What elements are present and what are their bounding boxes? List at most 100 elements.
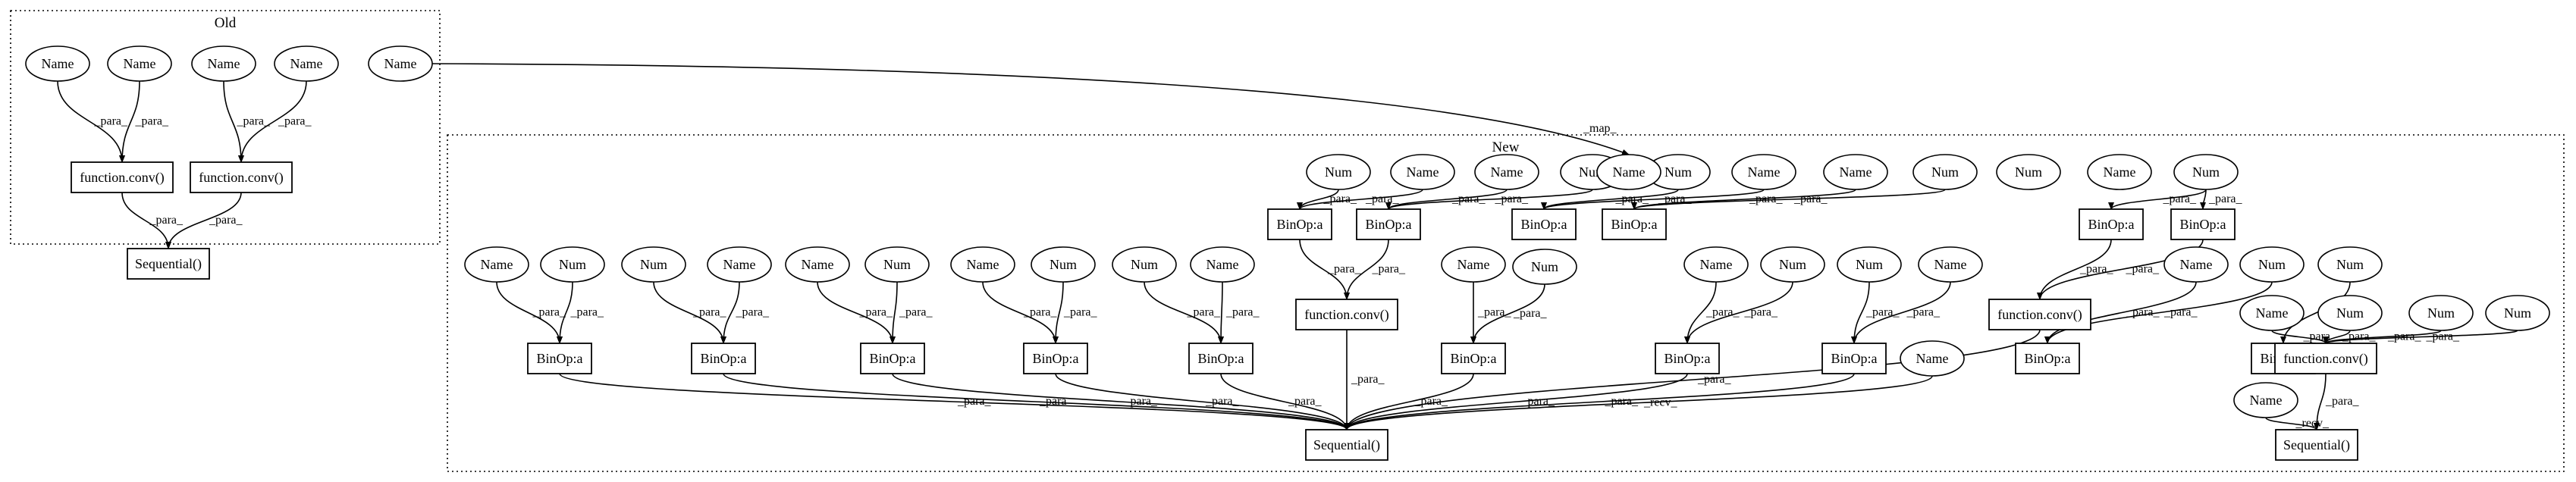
- node-tb1[interactable]: BinOp:a: [1267, 208, 1332, 240]
- node-m4[interactable]: Name: [707, 246, 772, 283]
- node-label: Num: [2427, 305, 2455, 321]
- node-mb3[interactable]: BinOp:a: [860, 343, 925, 374]
- node-mb5[interactable]: BinOp:a: [1188, 343, 1253, 374]
- node-label: Num: [2015, 164, 2042, 180]
- node-label: BinOp:a: [1198, 351, 1244, 366]
- node-o_n4[interactable]: Name: [274, 45, 339, 82]
- node-r_num3[interactable]: Num: [2485, 295, 2550, 331]
- node-label: Num: [1931, 164, 1959, 180]
- edge-label: _para_: [1288, 395, 1323, 408]
- node-o_f2[interactable]: function.conv(): [190, 161, 293, 193]
- node-t7[interactable]: Name: [1823, 154, 1888, 190]
- node-label: Name: [2256, 305, 2289, 321]
- edge-label: _para_: [1225, 306, 1260, 319]
- node-m15[interactable]: Num: [1837, 246, 1902, 283]
- node-label: function.conv(): [199, 170, 283, 186]
- node-r_num1[interactable]: Num: [2317, 295, 2383, 331]
- edge-label: _para_: [2163, 306, 2198, 319]
- node-o_n2[interactable]: Name: [107, 45, 172, 82]
- node-m10[interactable]: Name: [1190, 246, 1255, 283]
- edge-n_num-to-mb6: _para_: [1470, 283, 1548, 344]
- node-o_n5[interactable]: Name: [368, 45, 433, 82]
- node-recv_name1[interactable]: Name: [1900, 340, 1965, 377]
- node-label: Name: [42, 56, 74, 71]
- node-seq_right[interactable]: Sequential(): [2275, 429, 2358, 461]
- node-t6[interactable]: Name: [1731, 154, 1796, 190]
- node-label: function.conv(): [1304, 307, 1388, 323]
- node-mb10[interactable]: BinOp:a: [2015, 343, 2080, 374]
- node-t11[interactable]: Name: [1596, 154, 1661, 190]
- node-r_num2[interactable]: Num: [2408, 295, 2474, 331]
- node-label: Num: [1325, 164, 1352, 180]
- edge-o_n5-to-t11: _map_: [431, 63, 1630, 155]
- edge-label: _recv_: [2295, 417, 2330, 430]
- node-label: Num: [559, 257, 586, 272]
- node-tb6[interactable]: BinOp:a: [2079, 208, 2144, 240]
- edge-label: _para_: [1187, 306, 1222, 319]
- edge-label: _para_: [2208, 192, 2243, 205]
- node-t5[interactable]: Num: [1646, 154, 1711, 190]
- node-label: Name: [384, 56, 417, 71]
- edge-label: _para_: [237, 115, 271, 128]
- node-t3[interactable]: Name: [1474, 154, 1539, 190]
- node-t12[interactable]: Num: [2173, 154, 2239, 190]
- node-n_fc3[interactable]: function.conv(): [2274, 343, 2377, 374]
- edge-label: _para_: [1697, 373, 1732, 386]
- node-m17[interactable]: Name: [2163, 246, 2229, 283]
- node-m13[interactable]: Name: [1683, 246, 1749, 283]
- node-label: BinOp:a: [1451, 351, 1497, 366]
- node-m2[interactable]: Num: [540, 246, 605, 283]
- node-t2[interactable]: Name: [1390, 154, 1455, 190]
- node-m3[interactable]: Num: [621, 246, 686, 283]
- edge-label: _para_: [1023, 306, 1058, 319]
- cluster-new: New: [447, 134, 2565, 472]
- node-t10[interactable]: Name: [2087, 154, 2152, 190]
- node-seq_main[interactable]: Sequential(): [1305, 429, 1388, 461]
- node-m16[interactable]: Name: [1918, 246, 1983, 283]
- edge-label: _para_: [1451, 192, 1486, 205]
- node-n_fc2[interactable]: function.conv(): [1988, 299, 2091, 330]
- node-mb4[interactable]: BinOp:a: [1023, 343, 1088, 374]
- node-o_seq[interactable]: Sequential(): [127, 248, 210, 280]
- edge-m18-to-mb10: _para_: [2044, 281, 2273, 344]
- node-mb9[interactable]: BinOp:a: [1821, 343, 1887, 374]
- edge-label: _para_: [1749, 192, 1784, 205]
- node-recv_name2[interactable]: Name: [2233, 382, 2298, 418]
- edge-tb6-to-n_fc2: _para_: [2037, 239, 2114, 300]
- node-m18[interactable]: Num: [2239, 246, 2305, 283]
- node-mb8[interactable]: BinOp:a: [1655, 343, 1720, 374]
- node-m6[interactable]: Num: [864, 246, 930, 283]
- node-m9[interactable]: Num: [1112, 246, 1177, 283]
- cluster-new-label: New: [1492, 139, 1520, 155]
- node-m14[interactable]: Num: [1760, 246, 1825, 283]
- edge-label: _para_: [1744, 306, 1779, 319]
- node-o_f1[interactable]: function.conv(): [71, 161, 174, 193]
- node-n_fc1[interactable]: function.conv(): [1295, 299, 1398, 330]
- node-tb3[interactable]: BinOp:a: [1511, 208, 1577, 240]
- node-n_num[interactable]: Num: [1512, 249, 1577, 285]
- node-mb1[interactable]: BinOp:a: [527, 343, 592, 374]
- node-tb4[interactable]: BinOp:a: [1602, 208, 1667, 240]
- node-t1[interactable]: Num: [1306, 154, 1371, 190]
- node-m11[interactable]: Name: [1441, 246, 1506, 283]
- node-tb2[interactable]: BinOp:a: [1356, 208, 1421, 240]
- node-m5[interactable]: Name: [785, 246, 850, 283]
- edge-tb2-to-n_fc1: _para_: [1344, 239, 1406, 300]
- node-o_n3[interactable]: Name: [191, 45, 256, 82]
- node-t9[interactable]: Num: [1996, 154, 2061, 190]
- node-m1[interactable]: Name: [464, 246, 529, 283]
- edge-o_n2-to-o_f1: _para_: [119, 80, 169, 163]
- cluster-old: Old: [10, 10, 441, 245]
- node-m8[interactable]: Num: [1031, 246, 1096, 283]
- node-label: Num: [1531, 259, 1558, 274]
- node-m7[interactable]: Name: [950, 246, 1015, 283]
- node-o_n1[interactable]: Name: [25, 45, 90, 82]
- node-m20[interactable]: Num: [2317, 246, 2383, 283]
- node-r_name1[interactable]: Name: [2239, 295, 2305, 331]
- edge-label: _para_: [1513, 307, 1548, 320]
- node-mb2[interactable]: BinOp:a: [691, 343, 756, 374]
- node-mb6[interactable]: BinOp:a: [1441, 343, 1506, 374]
- edge-mb5-to-seq_main: _para_: [1220, 373, 1350, 430]
- node-tb7[interactable]: BinOp:a: [2170, 208, 2236, 240]
- node-t8[interactable]: Num: [1912, 154, 1978, 190]
